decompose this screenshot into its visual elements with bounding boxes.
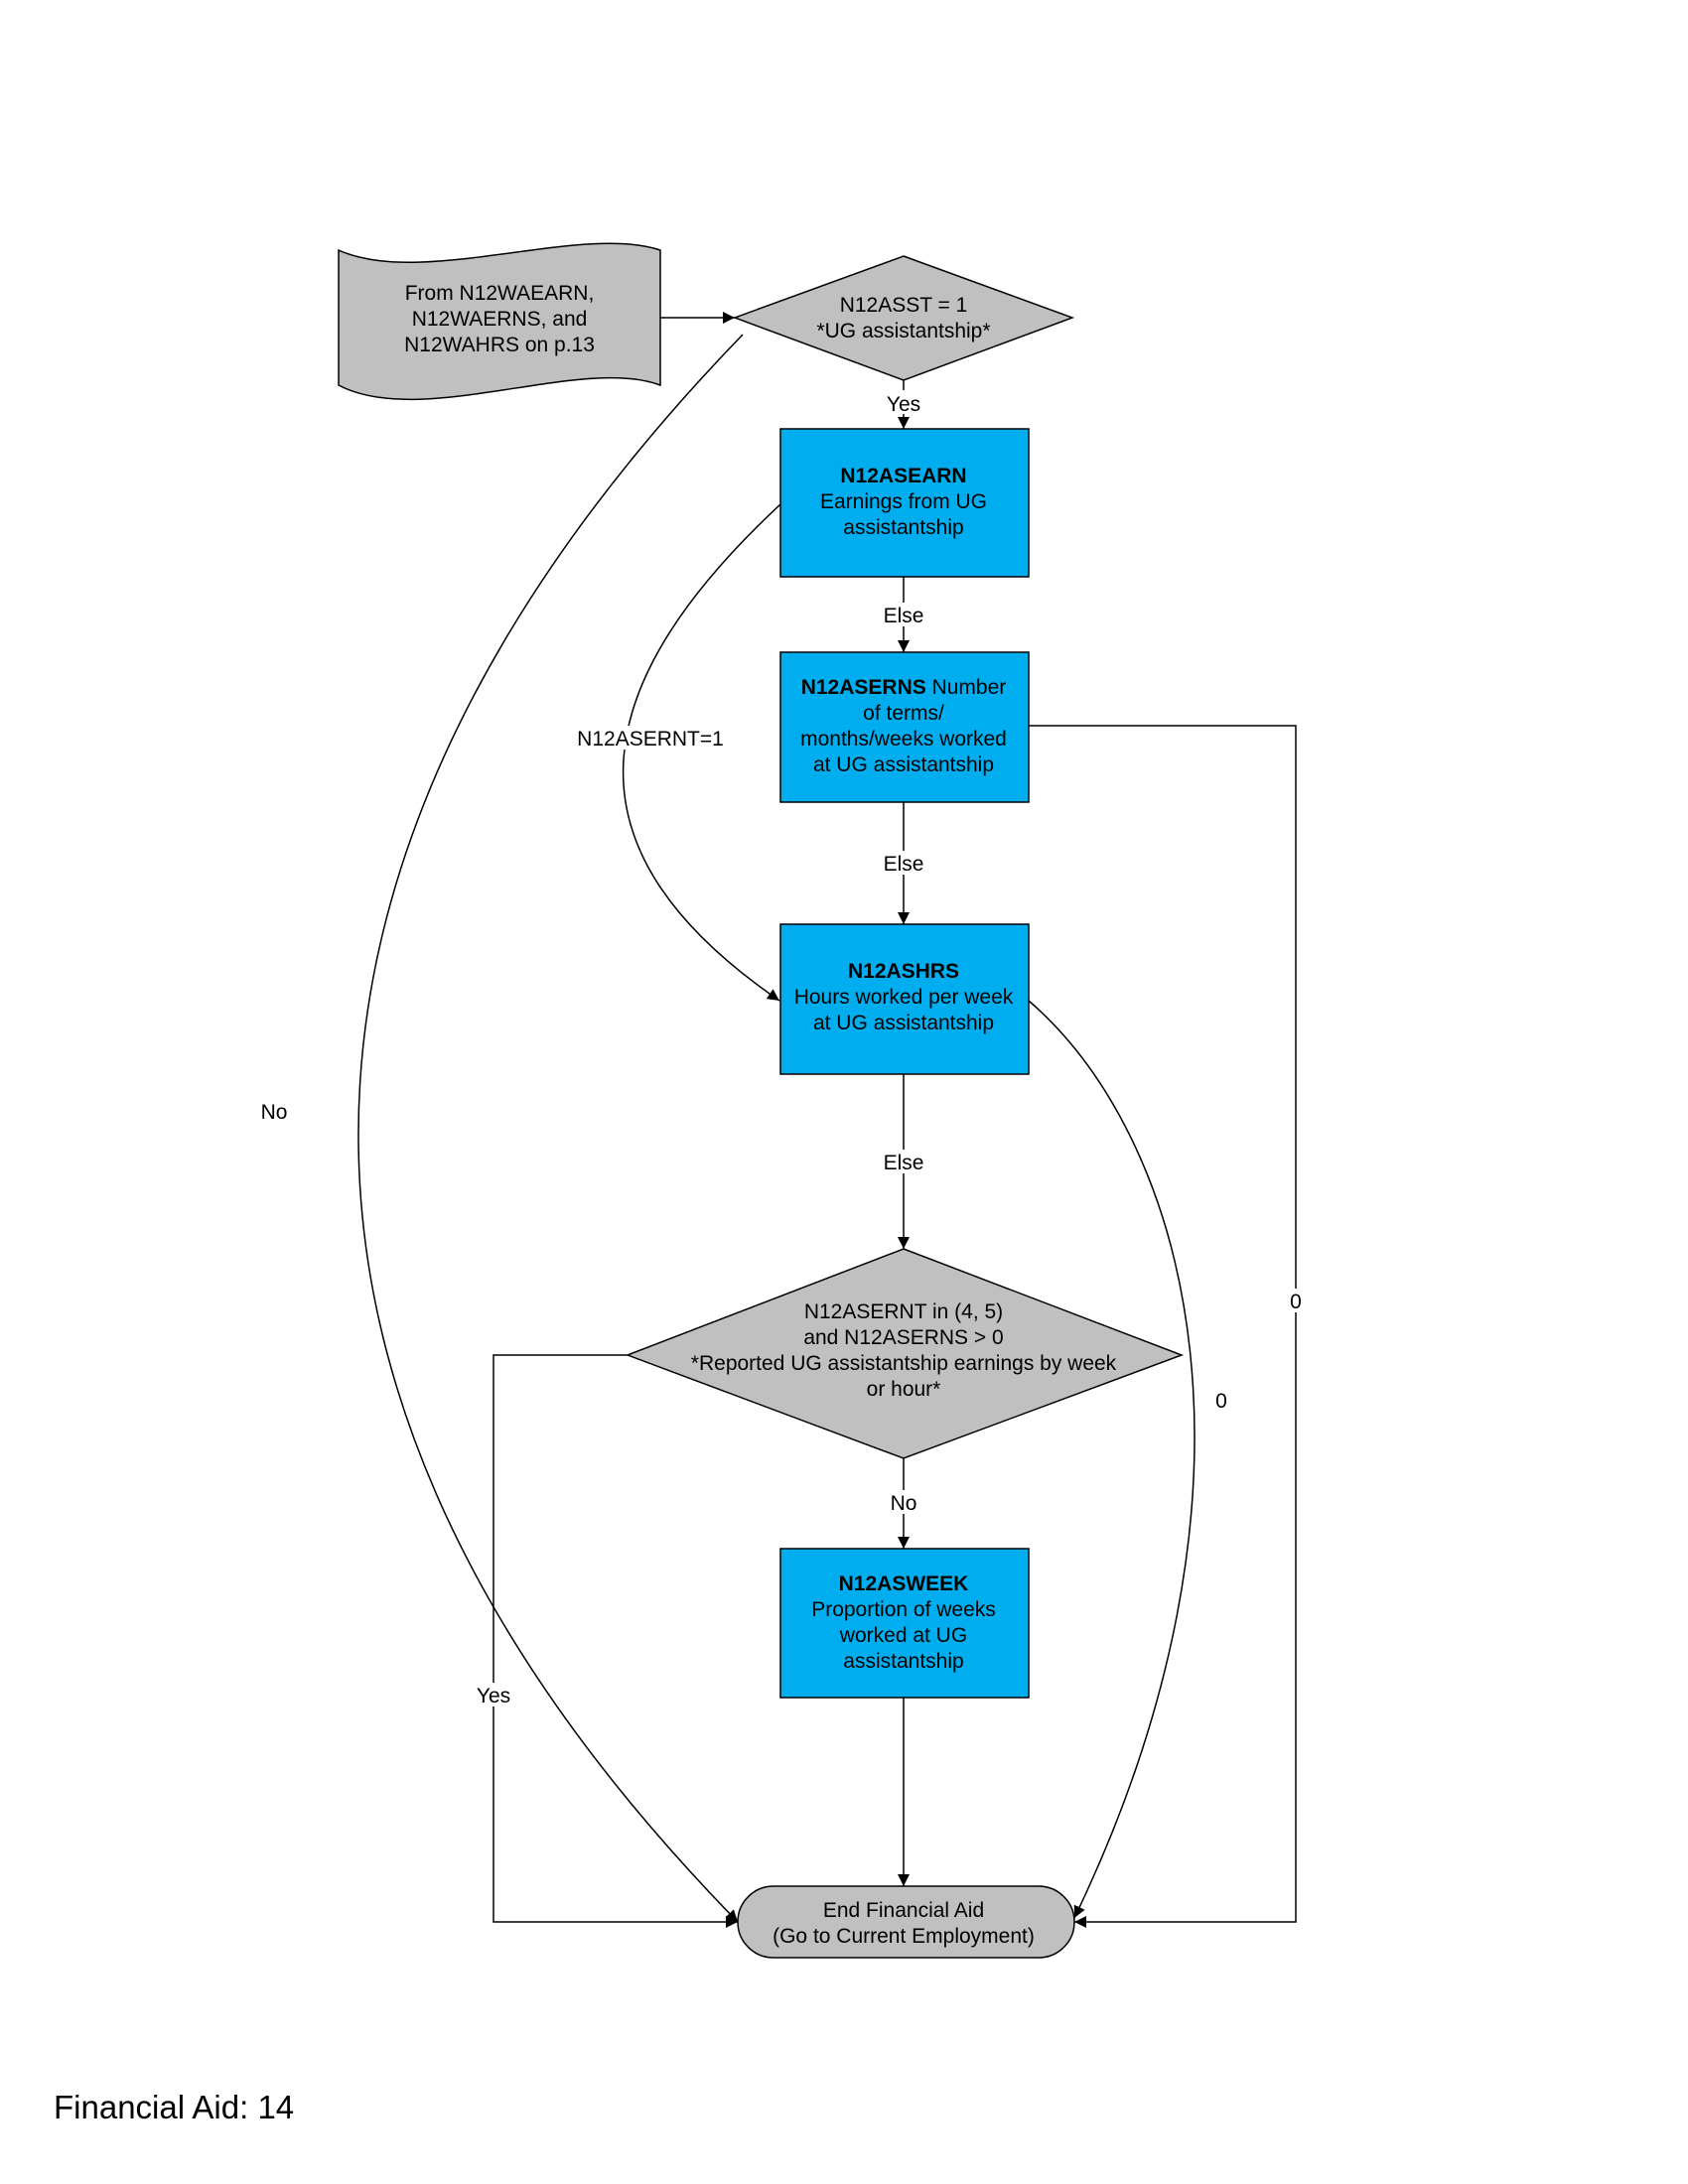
end-node: End Financial Aid (Go to Current Employm…	[737, 1885, 1075, 1959]
label-background	[879, 603, 928, 626]
process-box	[779, 428, 1030, 578]
label-background	[570, 726, 731, 750]
process-asearn: N12ASEARN Earnings from UG assistantship	[779, 428, 1030, 578]
start-text: From N12WAEARN,	[405, 282, 595, 305]
asweek-text: assistantship	[843, 1650, 963, 1673]
label-background	[1286, 1289, 1306, 1312]
process-asweek: N12ASWEEK Proportion of weeks worked at …	[779, 1548, 1030, 1699]
label-background	[886, 1490, 921, 1514]
aserns-text: months/weeks worked	[800, 728, 1007, 751]
aserns-text: at UG assistantship	[813, 753, 994, 776]
edge-label-zero: 0	[1290, 1291, 1302, 1313]
edge-label-asernt-eq-1: N12ASERNT=1	[577, 728, 724, 751]
start-text: N12WAERNS, and	[412, 308, 588, 331]
edge-label-else: Else	[884, 605, 924, 627]
edge-asernt-yes-to-end	[492, 1354, 738, 1928]
end-text: (Go to Current Employment)	[773, 1925, 1035, 1948]
asearn-text: Earnings from UG	[820, 490, 987, 513]
label-background	[472, 1683, 515, 1706]
edge-label-yes: Yes	[887, 393, 920, 416]
start-node: From N12WAEARN, N12WAERNS, and N12WAHRS …	[338, 242, 661, 401]
label-background	[879, 851, 928, 875]
edge-asst-no-to-end	[357, 334, 744, 1923]
terminator-shape	[737, 1885, 1075, 1959]
aserns-text: Number	[926, 676, 1007, 699]
decision-asernt-text: or hour*	[867, 1378, 941, 1401]
asweek-text: Proportion of weeks	[811, 1598, 996, 1621]
label-background	[1211, 1388, 1231, 1412]
process-ashrs: N12ASHRS Hours worked per week at UG ass…	[779, 923, 1030, 1075]
edge-label-no: No	[891, 1492, 917, 1515]
aserns-var: N12ASERNS	[801, 676, 926, 699]
decision-asernt: N12ASERNT in (4, 5) and N12ASERNS > 0 *R…	[625, 1248, 1185, 1459]
aserns-first-line: N12ASERNS Number	[801, 676, 1007, 699]
decision-shape	[732, 255, 1075, 381]
decision-asst-text: *UG assistantship*	[816, 320, 990, 342]
ashrs-text: at UG assistantship	[813, 1012, 994, 1034]
edge-aserns-zero-to-end	[1029, 725, 1297, 1928]
edge-asearn-asernt1-to-ashrs	[622, 503, 781, 1002]
asweek-text: worked at UG	[839, 1624, 967, 1647]
decision-shape	[625, 1248, 1185, 1459]
asearn-var: N12ASEARN	[840, 465, 966, 487]
process-box	[779, 651, 1030, 803]
decision-asernt-text: *Reported UG assistantship earnings by w…	[691, 1352, 1117, 1375]
decision-asernt-text: N12ASERNT in (4, 5)	[804, 1300, 1003, 1323]
process-aserns: N12ASERNS Number of terms/ months/weeks …	[779, 651, 1030, 803]
label-background	[879, 1150, 928, 1173]
asweek-var: N12ASWEEK	[839, 1572, 969, 1595]
ashrs-text: Hours worked per week	[794, 986, 1014, 1009]
label-background	[882, 390, 925, 414]
start-text: N12WAHRS on p.13	[404, 334, 595, 356]
process-box	[779, 923, 1030, 1075]
edge-label-else: Else	[884, 853, 924, 876]
edge-label-else: Else	[884, 1152, 924, 1174]
aserns-text: of terms/	[863, 702, 944, 725]
edge-labels: Yes Else Else Else N12ASERNT=1 No 0 0 No…	[256, 390, 1306, 1707]
decision-asernt-text: and N12ASERNS > 0	[803, 1326, 1003, 1349]
edge-label-no: No	[261, 1101, 288, 1124]
edges	[357, 312, 1297, 1928]
edge-label-zero: 0	[1215, 1390, 1227, 1413]
decision-asst-text: N12ASST = 1	[840, 294, 968, 317]
edge-ashrs-zero-to-end	[1028, 1000, 1196, 1919]
process-box	[779, 1548, 1030, 1699]
edge-label-yes: Yes	[477, 1685, 510, 1707]
ashrs-var: N12ASHRS	[848, 960, 959, 983]
page-footer: Financial Aid: 14	[54, 2089, 295, 2125]
label-background	[256, 1100, 292, 1124]
document-shape	[338, 242, 661, 401]
decision-asst: N12ASST = 1 *UG assistantship*	[732, 255, 1075, 381]
end-text: End Financial Aid	[823, 1899, 984, 1922]
asearn-text: assistantship	[843, 516, 963, 539]
